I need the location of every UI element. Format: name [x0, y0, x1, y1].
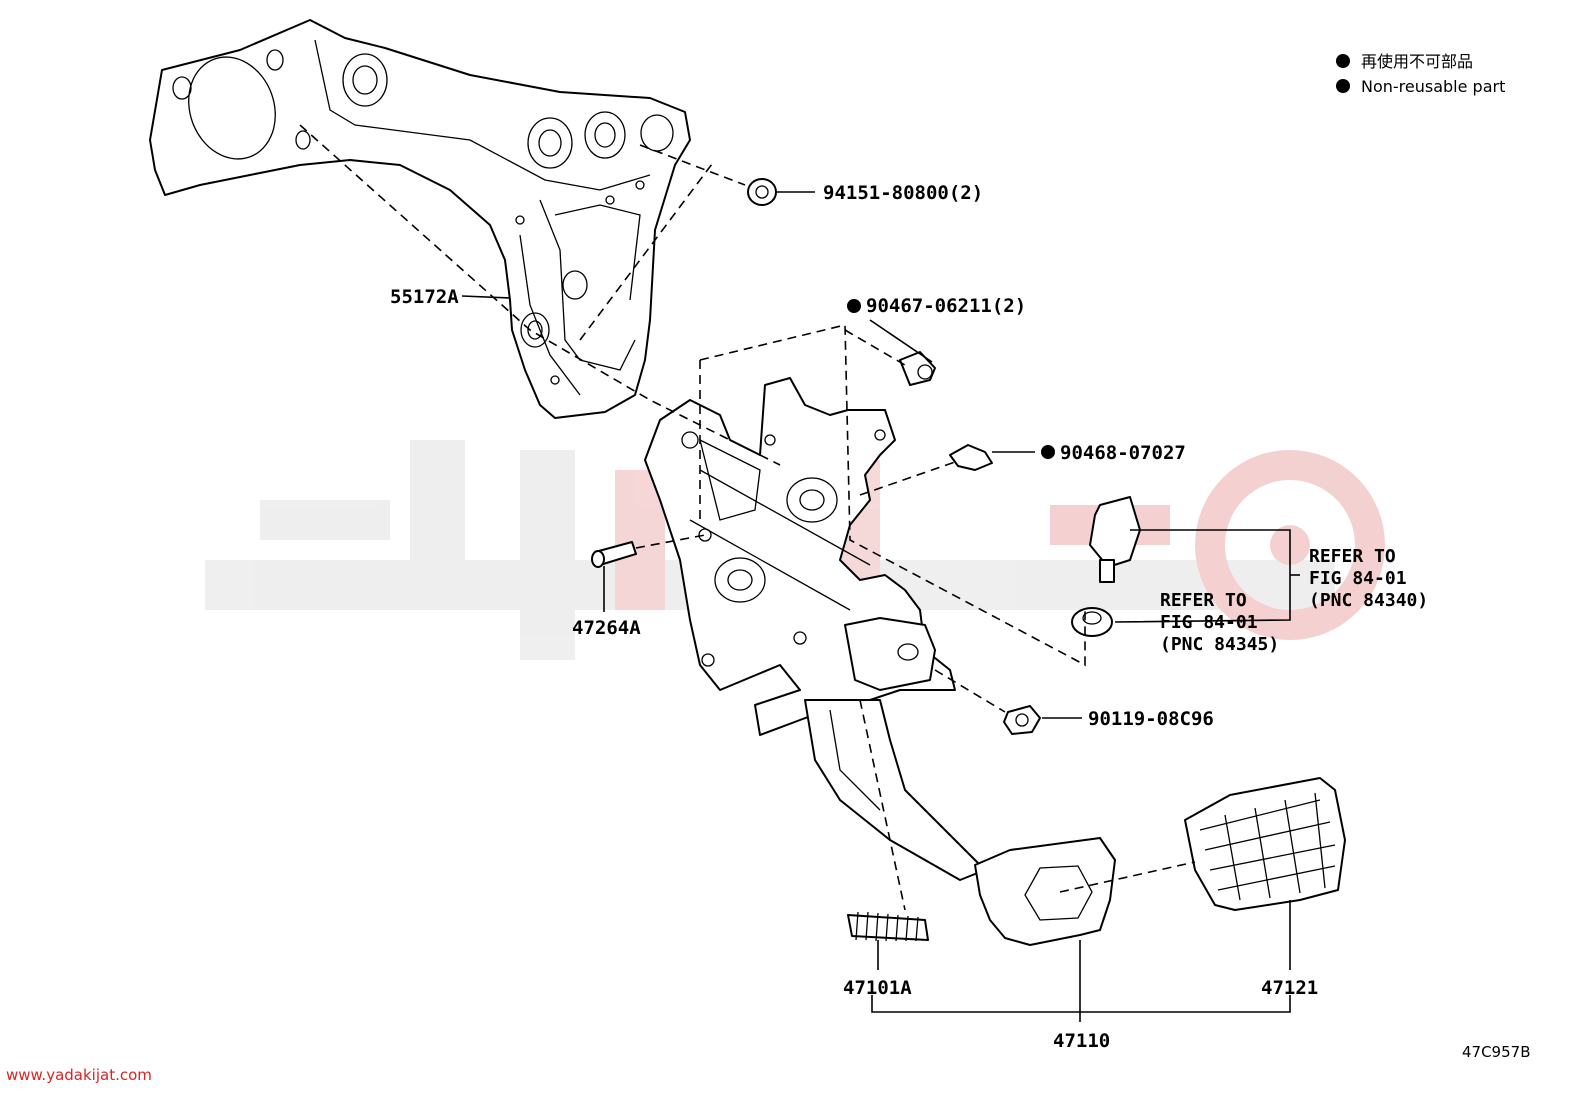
label-90467-06211[interactable]: 90467-06211(2) — [866, 295, 1026, 317]
switch-84340 — [1089, 496, 1141, 583]
legend-line-2: Non-reusable part — [1361, 77, 1505, 96]
label-47101a[interactable]: 47101A — [843, 977, 912, 999]
label-90119-08c96[interactable]: 90119-08C96 — [1088, 708, 1214, 730]
label-47110[interactable]: 47110 — [1053, 1030, 1110, 1052]
pin-90467 — [899, 351, 936, 386]
pedal-bracket-assembly — [644, 377, 1116, 946]
ref-84345-line-3[interactable]: (PNC 84345) — [1160, 634, 1279, 655]
pedal-pad-47121 — [1184, 777, 1346, 911]
non-reusable-marker-icon — [1336, 54, 1350, 68]
cushion-84345 — [1071, 607, 1113, 637]
legend-line-1: 再使用不可部品 — [1361, 52, 1473, 71]
pin-47264a — [591, 541, 637, 568]
non-reusable-marker-icon — [1041, 445, 1055, 459]
label-94151-80800[interactable]: 94151-80800(2) — [823, 182, 983, 204]
bolt-90119 — [1003, 705, 1041, 735]
diagram-code: 47C957B — [1462, 1043, 1530, 1061]
website-url[interactable]: www.yadakijat.com — [6, 1066, 152, 1084]
clip-90468 — [949, 444, 993, 471]
non-reusable-marker-icon — [1336, 79, 1350, 93]
label-47121[interactable]: 47121 — [1261, 977, 1318, 999]
bracket-55172a — [149, 19, 691, 419]
label-47264a[interactable]: 47264A — [572, 617, 641, 639]
ref-84340-line-1[interactable]: REFER TO — [1309, 546, 1396, 567]
label-55172a[interactable]: 55172A — [390, 286, 459, 308]
assembly-lines — [299, 124, 1196, 911]
ref-84340-line-3[interactable]: (PNC 84340) — [1309, 590, 1428, 611]
ref-84345-line-2[interactable]: FIG 84-01 — [1160, 612, 1258, 633]
nut-94151 — [747, 178, 777, 206]
leader-lines — [461, 191, 1300, 1022]
ref-84340-line-2[interactable]: FIG 84-01 — [1309, 568, 1407, 589]
label-90468-07027[interactable]: 90468-07027 — [1060, 442, 1186, 464]
ref-84345-line-1[interactable]: REFER TO — [1160, 590, 1247, 611]
non-reusable-marker-icon — [847, 299, 861, 313]
spring-47101a — [847, 911, 929, 942]
